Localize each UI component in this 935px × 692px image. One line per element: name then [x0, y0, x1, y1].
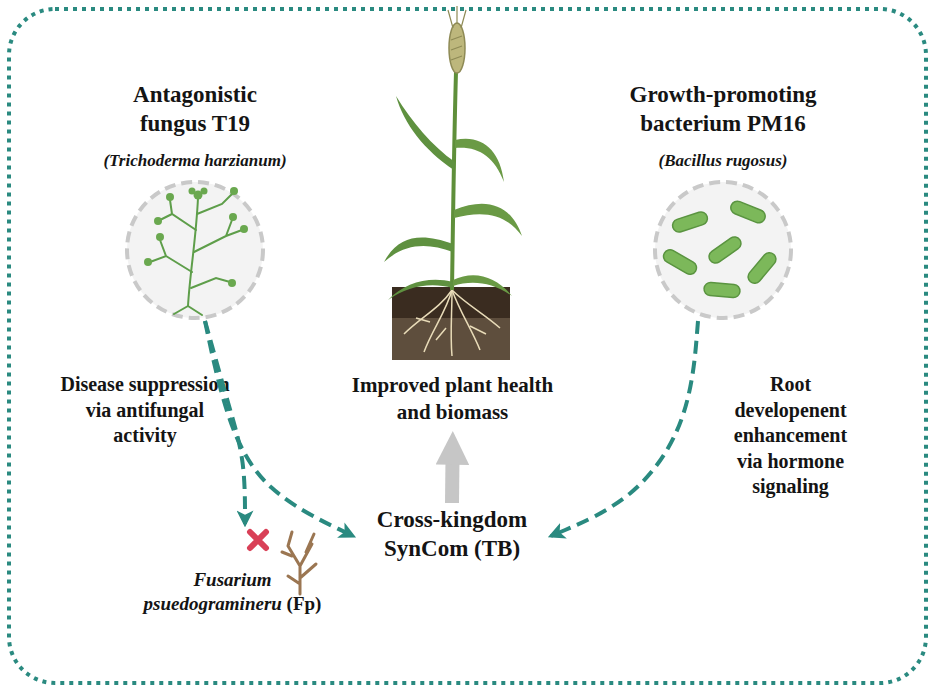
leaf	[388, 280, 453, 300]
edge-label: Root developenent enhancement via hormon…	[723, 372, 858, 500]
bacterium	[671, 210, 709, 233]
fusarium-icon	[282, 532, 316, 594]
bacterium	[661, 247, 699, 276]
species-name: (Bacillus rugosus)	[598, 150, 848, 172]
syncom-node: Cross-kingdom SynCom (TB)	[357, 505, 547, 567]
root	[416, 318, 486, 340]
node-heading: Growth-promoting bacterium PM16	[603, 80, 843, 139]
node-heading: Antagonistic fungus T19	[105, 80, 285, 139]
root	[452, 290, 500, 328]
conidium	[154, 217, 162, 225]
root	[424, 290, 452, 352]
hypha	[188, 198, 198, 306]
bacterium	[707, 234, 744, 265]
root	[450, 290, 452, 356]
soil	[392, 287, 510, 360]
bacteria-illustration	[661, 199, 778, 298]
syncom-text: Cross-kingdom SynCom (TB)	[357, 505, 547, 564]
stem	[452, 72, 456, 290]
species-name: (Trichoderma harzianum)	[70, 150, 320, 172]
organism-node: Growth-promoting bacterium PM16 (Bacillus…	[598, 80, 848, 323]
outcome-node: Improved plant health and biomass	[335, 372, 570, 428]
conidium	[189, 188, 196, 195]
leaf	[455, 139, 504, 182]
inhibition-cross	[250, 532, 266, 548]
hypha	[191, 278, 230, 288]
fungus-illustration	[150, 194, 242, 315]
hypha	[174, 306, 202, 315]
dashed-arrow	[205, 321, 353, 536]
leaf	[384, 238, 453, 262]
root	[452, 290, 480, 350]
pathogen-hypha	[282, 532, 316, 594]
text-line-wrap: Fusarium psuedogramineru(Fp)	[135, 568, 330, 617]
conidium	[144, 258, 152, 266]
leaf	[453, 275, 512, 296]
leaf	[454, 204, 522, 236]
block-arrow	[445, 458, 460, 503]
conidium	[201, 188, 208, 195]
edge-label: Disease suppression via antifungal activ…	[60, 372, 230, 449]
awns	[448, 6, 466, 60]
pathogen-node: Fusarium psuedogramineru(Fp)	[135, 520, 330, 630]
bacterium	[745, 250, 778, 286]
pathogen-abbrev: (Fp)	[287, 593, 322, 614]
wheat-spike	[449, 23, 465, 73]
bacterium	[704, 282, 741, 298]
soil-layer	[392, 318, 510, 360]
outcome-text: Improved plant health and biomass	[335, 372, 570, 426]
wheat-illustration	[384, 6, 522, 360]
red-cross	[250, 532, 266, 548]
roots	[404, 290, 500, 356]
bacterium	[729, 199, 767, 225]
hypha	[160, 200, 196, 230]
organism-node: Antagonistic fungus T19 (Trichoderma harz…	[70, 80, 320, 323]
leaf	[396, 96, 455, 170]
conidium	[166, 193, 174, 201]
conidia	[144, 187, 248, 287]
conidium	[229, 213, 237, 221]
pathogen-name: Fusarium psuedogramineru	[144, 569, 282, 614]
conidium	[156, 233, 164, 241]
dashed-circle	[127, 182, 263, 318]
dashed-circle	[655, 182, 791, 318]
conidium	[230, 187, 238, 195]
root	[404, 290, 452, 334]
dashed-arrow	[205, 321, 245, 524]
dotted-frame	[9, 9, 926, 683]
conidium	[194, 191, 203, 200]
conidium	[228, 279, 236, 287]
hypha	[194, 220, 242, 252]
hypha	[150, 240, 192, 272]
hypha	[197, 194, 232, 214]
dashed-arrow	[551, 321, 698, 536]
conidium	[240, 225, 248, 233]
